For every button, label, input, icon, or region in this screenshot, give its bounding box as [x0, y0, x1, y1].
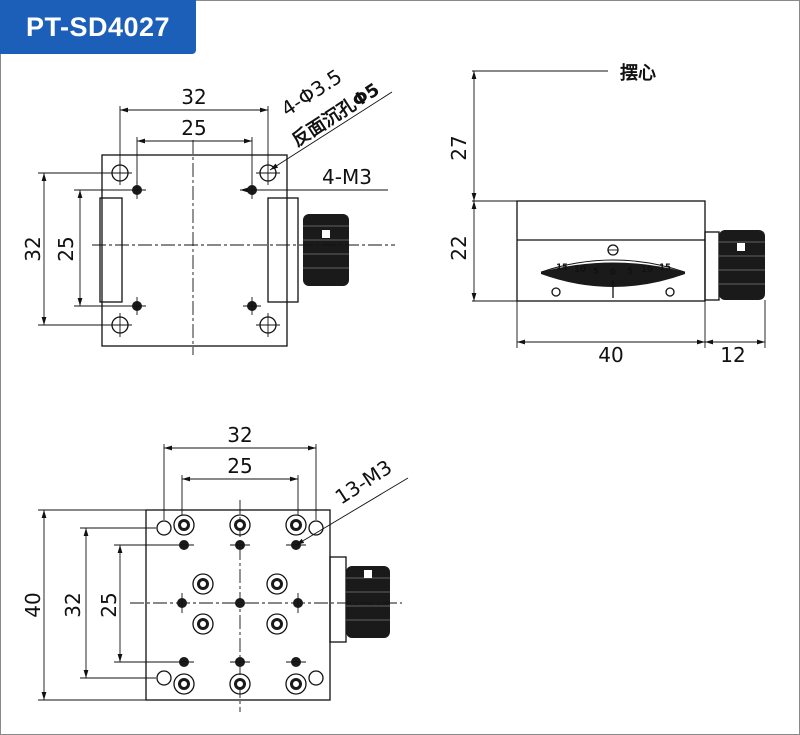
- scale-left-15: 15: [556, 263, 568, 273]
- side-collar: [704, 231, 720, 301]
- bottom-thread-leader: [295, 477, 409, 546]
- scale-left-5: 5: [593, 267, 599, 277]
- top-dim-inner-width: 25: [181, 116, 206, 140]
- bottom-dim-inner-width: 25: [227, 454, 252, 478]
- scale-zero: 0: [610, 268, 616, 278]
- bottom-view: 32 25 40 32 25 13-M3: [21, 423, 409, 712]
- side-micrometer-knob: [719, 230, 765, 300]
- scale-right-5: 5: [627, 267, 633, 277]
- top-threaded-holes: [128, 181, 261, 315]
- swing-center-label: 摆心: [620, 62, 656, 84]
- side-dim-height: 22: [447, 235, 471, 260]
- bottom-thread-note: 13-M3: [331, 455, 397, 509]
- top-view: 32 25 32 25 4-Φ3.5 反面沉孔Φ5 4-M3: [21, 64, 395, 355]
- bottom-dim-inner-height: 25: [97, 592, 121, 617]
- bottom-threaded-holes: [156, 520, 324, 686]
- bottom-dim-outer-width: 32: [227, 423, 252, 447]
- scale-right-10: 10: [641, 265, 653, 275]
- side-dim-knob: 12: [720, 343, 745, 367]
- top-hole-leader: [269, 91, 393, 171]
- model-title-badge: PT-SD4027: [0, 0, 196, 54]
- top-body-outline: [101, 154, 288, 347]
- bottom-dim-outer-height: 32: [61, 592, 85, 617]
- side-view: 15 10 5 0 5 10 15 摆心 27 22 40 12: [447, 62, 766, 367]
- bottom-counterbored-holes: [173, 514, 307, 695]
- top-left-side-plate: [99, 197, 123, 303]
- goniometer-scale-arc: [541, 262, 685, 287]
- top-dim-outer-height: 32: [21, 236, 45, 261]
- bottom-micrometer-knob: [346, 566, 390, 638]
- top-micrometer-knob: [303, 214, 349, 286]
- top-thread-note: 4-M3: [322, 165, 372, 189]
- top-dim-outer-width: 32: [181, 85, 206, 109]
- side-dim-radius: 27: [447, 135, 471, 160]
- scale-left-10: 10: [574, 265, 586, 275]
- top-right-side-plate: [267, 197, 299, 303]
- bottom-collar: [329, 556, 347, 643]
- top-dim-inner-height: 25: [54, 236, 78, 261]
- bottom-dim-height: 40: [21, 592, 45, 617]
- scale-right-15: 15: [659, 263, 671, 273]
- side-dim-length: 40: [598, 343, 623, 367]
